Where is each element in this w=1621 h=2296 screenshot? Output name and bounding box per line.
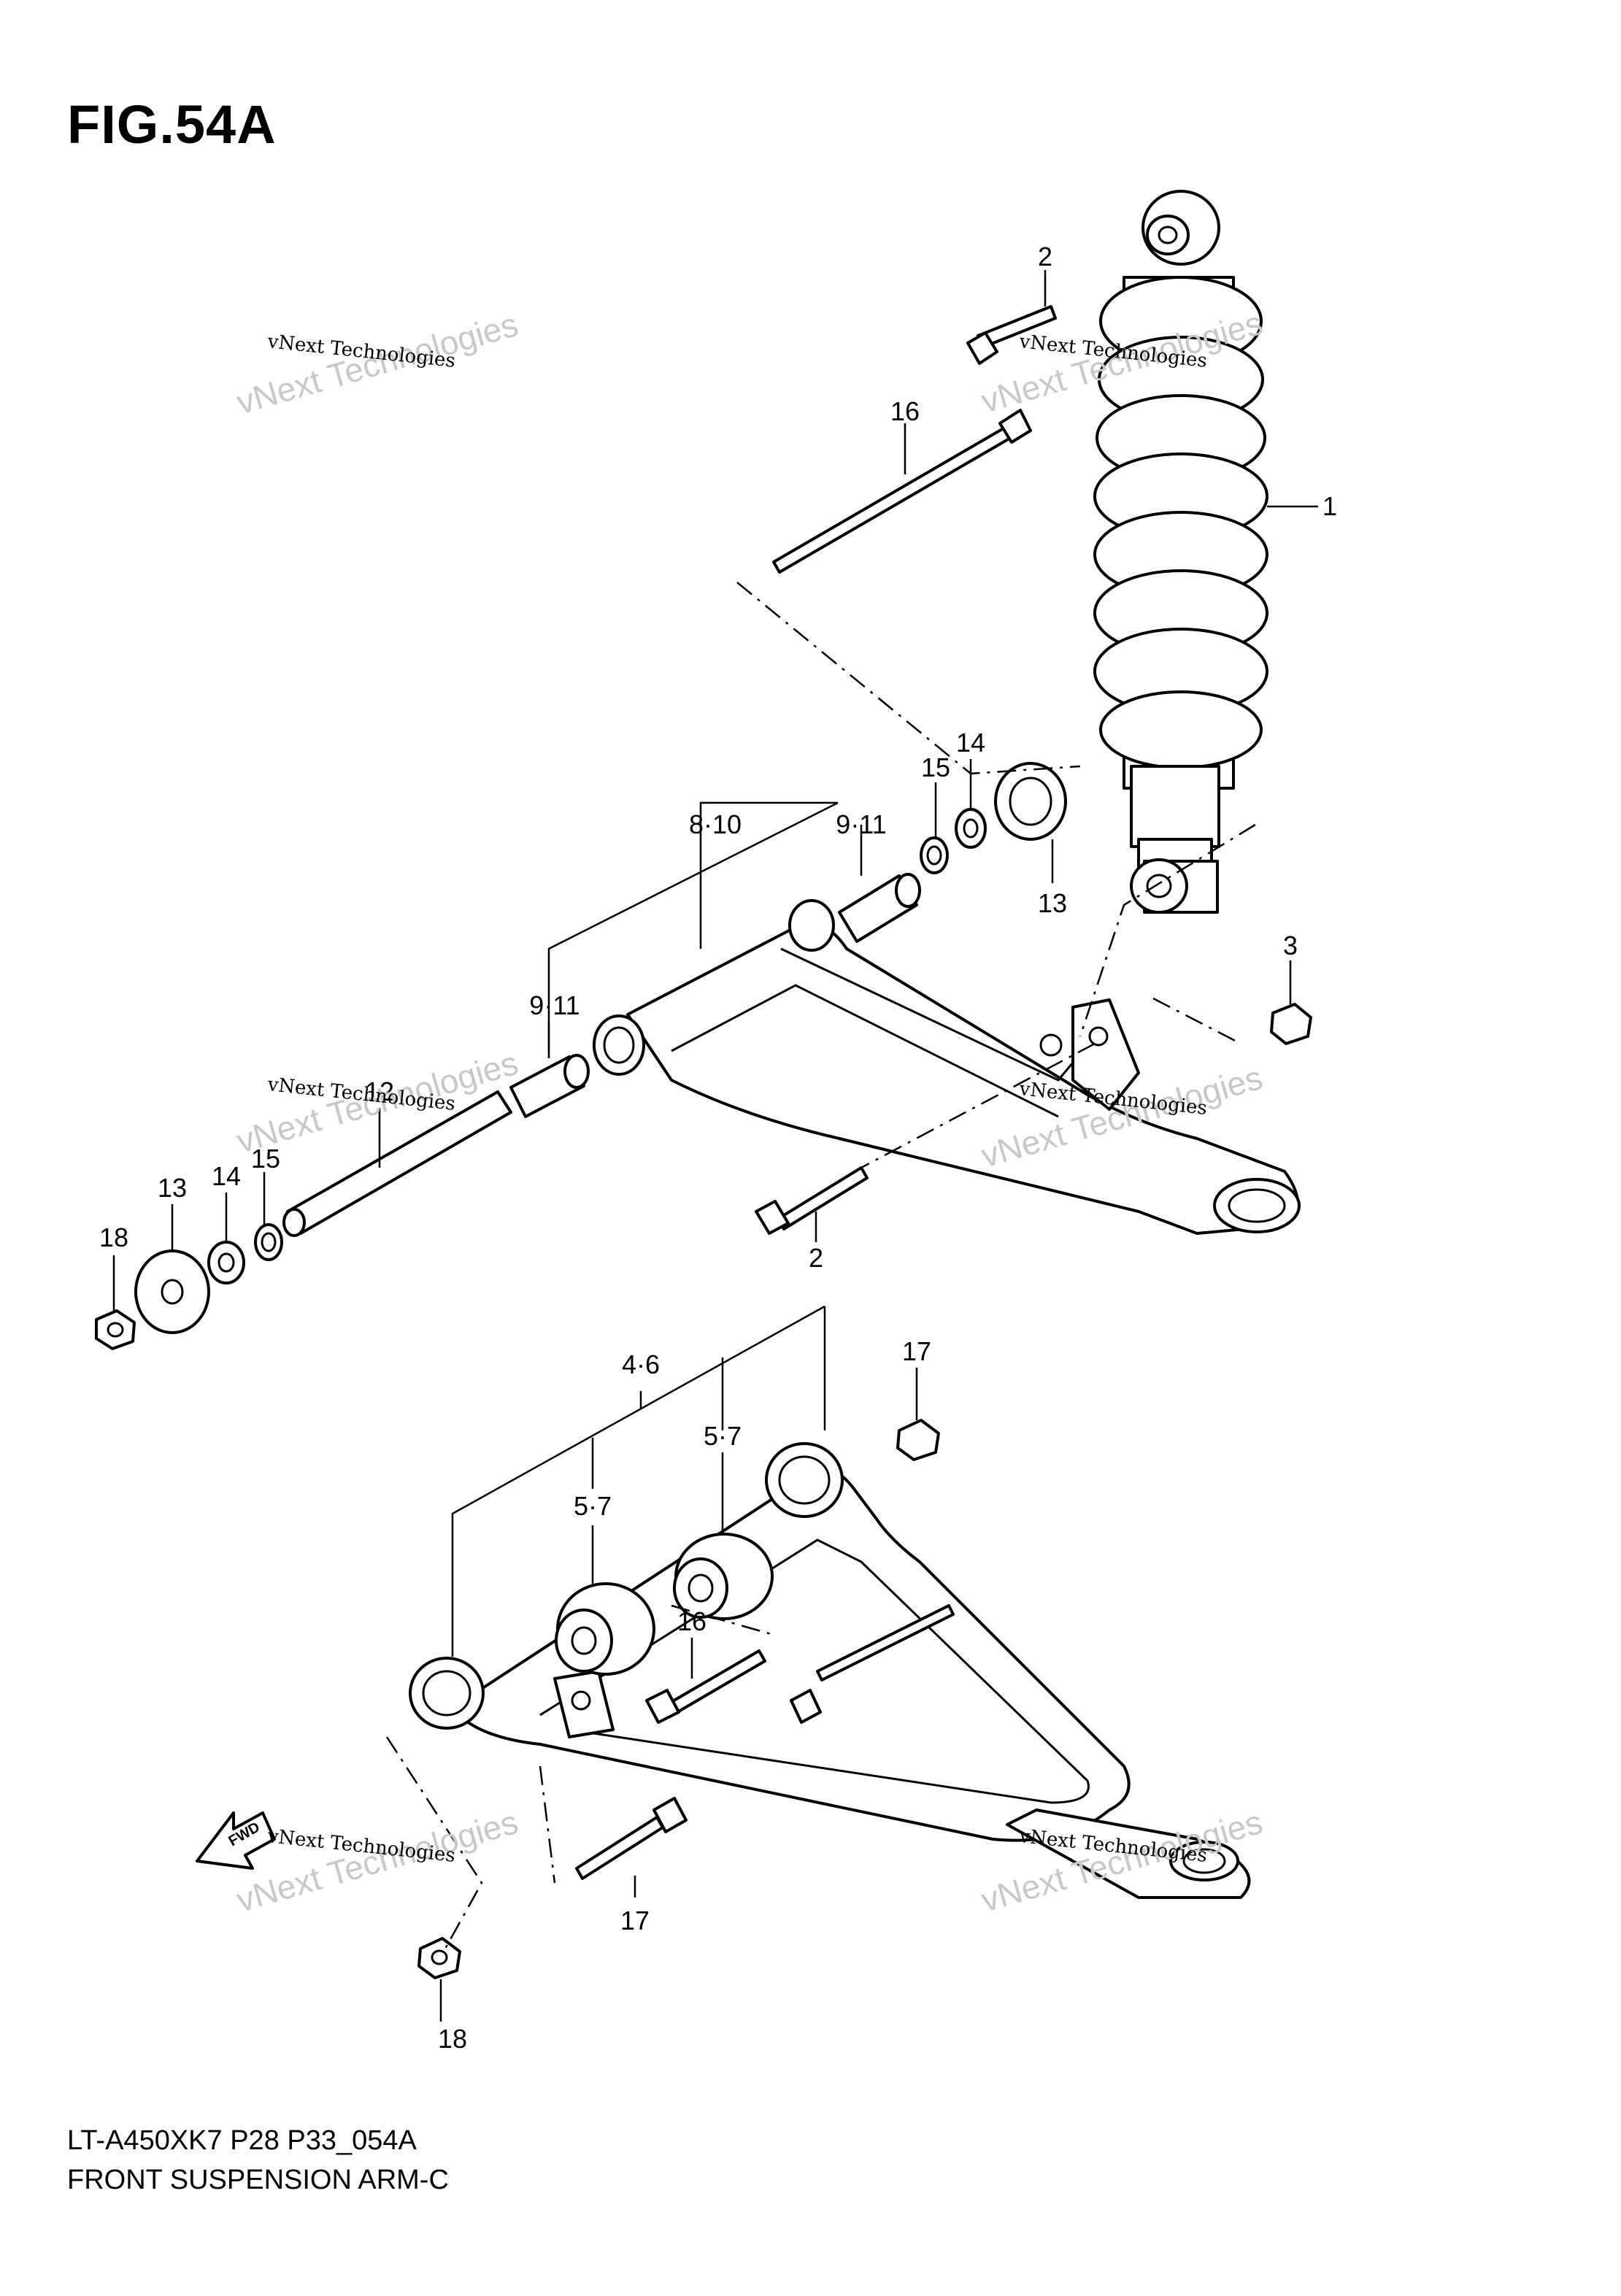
- callout-16-bottom: 16: [677, 1606, 706, 1636]
- callout-9-11-left: 9·11: [529, 990, 580, 1020]
- callout-17-bottom: 17: [620, 1906, 650, 1935]
- upper-arm: [593, 899, 1301, 1235]
- callout-5-7-left: 5·7: [574, 1491, 612, 1521]
- callouts: 2 16 1 14 15 13 9·11 8·10 9·11 3 12 13 1…: [99, 242, 1337, 2054]
- callout-2-top: 2: [1038, 242, 1052, 271]
- callout-16-top: 16: [890, 396, 920, 426]
- callout-14-left: 14: [212, 1161, 241, 1191]
- callout-13-right: 13: [1038, 888, 1067, 918]
- callout-15-right: 15: [921, 752, 950, 782]
- callout-17-top: 17: [902, 1336, 931, 1366]
- callout-1: 1: [1322, 491, 1337, 521]
- callout-15-left: 15: [251, 1144, 280, 1174]
- callout-18-left: 18: [99, 1222, 128, 1252]
- model-code: LT-A450XK7 P28 P33_054A: [67, 2125, 417, 2156]
- watermark-large-5: vNext Technologies: [232, 1803, 522, 1919]
- callout-18-bottom: 18: [438, 2024, 467, 2054]
- callout-3: 3: [1283, 931, 1298, 960]
- lower-arm-bushings: [417, 1419, 940, 1979]
- callout-13-left: 13: [158, 1173, 187, 1203]
- diagram-name: FRONT SUSPENSION ARM-C: [67, 2165, 449, 2195]
- fwd-arrow-icon: FWD: [196, 1811, 276, 1870]
- callout-2-bottom: 2: [809, 1243, 823, 1273]
- callout-5-7-right: 5·7: [704, 1421, 742, 1451]
- callout-9-11-right: 9·11: [836, 809, 886, 839]
- leader-lines: [112, 270, 1318, 2022]
- callout-12: 12: [365, 1076, 394, 1106]
- callout-14-right: 14: [956, 728, 985, 758]
- bolts-upper: [755, 305, 1312, 1235]
- shock-absorber: [1093, 190, 1268, 914]
- lower-arm: [409, 1442, 1251, 1899]
- upper-arm-hardware: [95, 762, 1067, 1350]
- figure-title: FIG.54A: [67, 94, 277, 155]
- callout-4-6: 4·6: [622, 1349, 660, 1379]
- coil-spring: [1093, 276, 1268, 769]
- callout-8-10: 8·10: [689, 809, 742, 839]
